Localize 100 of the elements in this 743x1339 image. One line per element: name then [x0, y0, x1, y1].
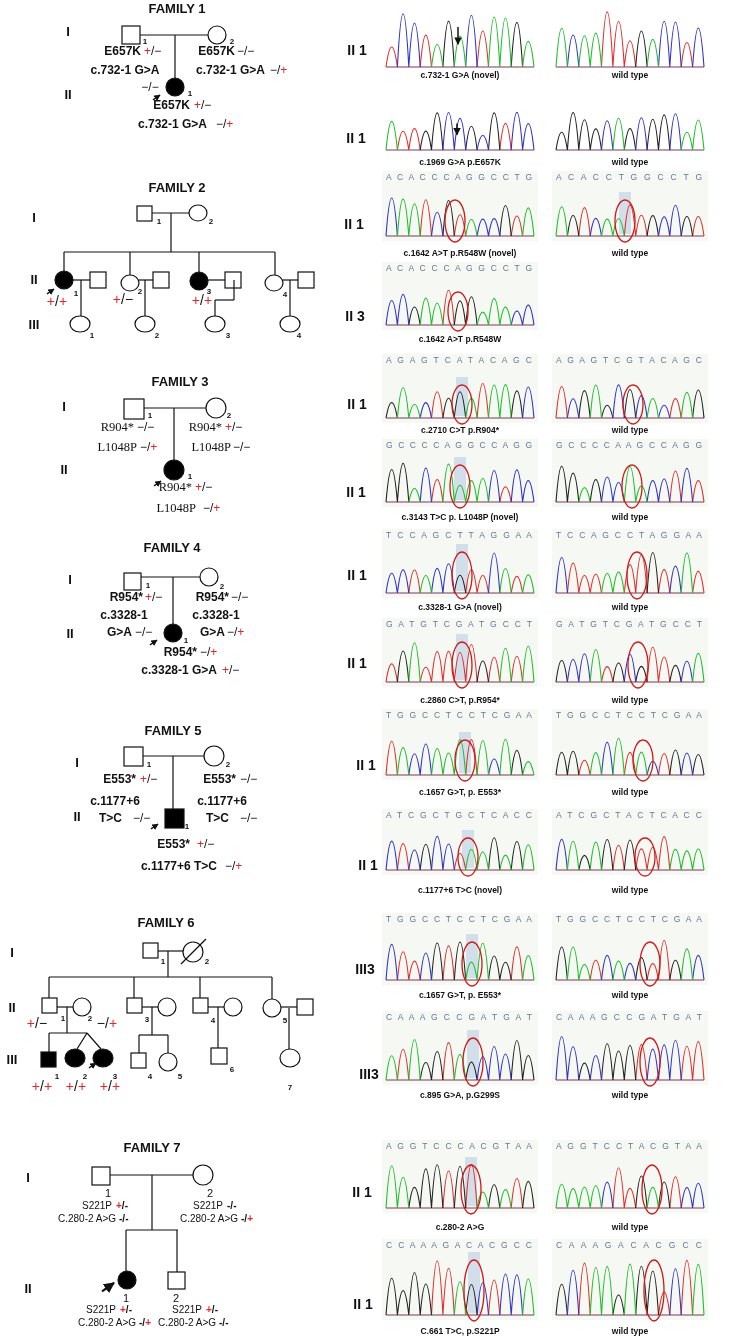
- chromatogram-caption: c.1177+6 T>C (novel): [417, 886, 503, 896]
- variant-label: C.280-2 A>G: [158, 1316, 217, 1328]
- chromatogram-caption: C.661 T>C, p.S221P: [420, 1327, 500, 1337]
- individual-number: 2: [219, 582, 225, 592]
- variant-label: E657K: [153, 99, 190, 113]
- individual-number: 2: [208, 217, 214, 227]
- genotype-label: +/−: [145, 591, 163, 605]
- genotype-label: -/-: [227, 1199, 237, 1211]
- variant-label: L1048P: [191, 441, 231, 455]
- base-sequence: C A A A G A C A C G C C: [556, 1241, 702, 1251]
- individual-number: 4: [147, 1072, 153, 1082]
- individual-number: 4: [296, 331, 302, 341]
- variant-label: L1048P: [97, 441, 137, 455]
- variant-label: C.280-2 A>G: [78, 1316, 137, 1328]
- chromatogram-caption: c.2860 C>T, p.R954*: [420, 696, 500, 706]
- individual-number: 1: [187, 89, 193, 99]
- generation-label: II: [8, 1000, 16, 1016]
- chromatogram-caption: c.1657 G>T, p. E553*: [419, 788, 501, 798]
- base-sequence: G A T G T C G A T G C C T: [556, 620, 702, 630]
- variant-label: G>A: [107, 626, 132, 640]
- individual-number: 2: [206, 1186, 214, 1200]
- generation-label: II: [30, 272, 38, 288]
- individual-number: 5: [177, 1072, 183, 1082]
- chromatogram-caption: c.1642 A>T p.R548W: [418, 335, 502, 345]
- chromatogram-caption: wild type: [611, 603, 649, 613]
- individual-number: 1: [147, 411, 153, 421]
- variant-label: c.732-1 G>A: [195, 64, 265, 78]
- genotype-label: +/+: [46, 294, 68, 310]
- genotype-label: +/+: [31, 1079, 53, 1095]
- variant-label: R904*: [158, 481, 192, 495]
- genotype-label: −/−: [233, 441, 251, 455]
- genotype-label: +/−: [197, 838, 215, 852]
- genotype-label: +/−: [26, 1016, 48, 1032]
- sample-label: III3: [359, 1067, 379, 1083]
- individual-number: 1: [104, 1186, 112, 1200]
- base-sequence: A C A C C C A G G C C T G: [386, 264, 532, 274]
- variant-label: C.280-2 A>G: [180, 1212, 239, 1224]
- variant-label: c.732-1 G>A: [137, 118, 207, 132]
- family-title: FAMILY 1: [148, 1, 206, 17]
- variant-label: c.3328-1: [192, 609, 240, 623]
- chromatogram-caption: wild type: [611, 426, 649, 436]
- sample-label: II 1: [347, 397, 367, 413]
- sample-label: II 1: [347, 568, 367, 584]
- individual-number: 2: [225, 760, 231, 770]
- generation-label: I: [10, 945, 14, 961]
- individual-number: 3: [112, 1072, 118, 1081]
- base-sequence: T G G C C T C C T C G A A: [386, 915, 532, 925]
- variant-label: S221P: [172, 1303, 203, 1315]
- base-sequence: C A A A G C C G A T G A T: [556, 1013, 702, 1023]
- base-sequence: G C C C C A G G C C A G G: [386, 441, 532, 451]
- individual-number: 6: [229, 1065, 235, 1075]
- chromatogram-caption: wild type: [611, 1327, 649, 1337]
- base-sequence: T C C A G C T T A G G A A: [386, 531, 532, 541]
- chromatogram-caption: wild type: [611, 788, 649, 798]
- genotype-label: -/-: [219, 1316, 229, 1328]
- base-sequence: A C A C C C A G G C C T G: [386, 173, 532, 183]
- generation-label: II: [24, 1281, 32, 1297]
- base-sequence: A G G T C C T A C G T A A: [556, 1142, 702, 1152]
- individual-number: 2: [226, 411, 232, 421]
- individual-number: 1: [142, 37, 148, 47]
- genotype-label: −/−: [133, 812, 151, 826]
- family-title: FAMILY 5: [144, 723, 202, 739]
- individual-number: 2: [82, 1072, 88, 1082]
- chromatogram-caption: wild type: [611, 1091, 649, 1101]
- base-sequence: C A A A G C C G A T G A T: [386, 1013, 532, 1023]
- genotype-label: −/+: [96, 1016, 118, 1032]
- genotype-label: −/−: [137, 421, 155, 435]
- base-sequence: T G G C C T C C T C G A A: [556, 915, 702, 925]
- genotype-label: +/−: [194, 99, 212, 113]
- base-sequence: A G A G T C A T A C A G C: [386, 356, 532, 366]
- family-title: FAMILY 7: [123, 1140, 181, 1156]
- sample-label: II 1: [346, 131, 366, 147]
- chromatogram-caption: wild type: [611, 696, 649, 706]
- individual-number: 3: [206, 287, 212, 296]
- genotype-label: −/+: [227, 626, 245, 640]
- genotype-label: +/−: [225, 421, 243, 435]
- individual-number: 1: [60, 1014, 66, 1024]
- base-sequence: A C A C C T G G C C T G: [556, 173, 702, 183]
- genotype-label: −/+: [140, 441, 158, 455]
- genotype-label: −/−: [231, 591, 249, 605]
- base-sequence: C C A A A G A C A C G C C: [386, 1241, 532, 1251]
- individual-number: 2: [172, 1291, 180, 1305]
- generation-label: I: [75, 755, 79, 771]
- genotype-label: −/+: [203, 502, 221, 516]
- genotype-label: −/−: [237, 45, 255, 59]
- sample-label: II 1: [356, 758, 376, 774]
- variant-label: R954*: [163, 646, 197, 660]
- chromatogram-caption: wild type: [611, 1223, 649, 1233]
- base-sequence: A T C G C T A C T C A C C: [556, 811, 702, 821]
- sample-label: II 3: [345, 309, 365, 325]
- individual-number: 4: [282, 290, 288, 300]
- variant-label: T>C: [99, 812, 122, 826]
- variant-label: R954*: [195, 591, 229, 605]
- generation-label: I: [26, 1170, 30, 1186]
- chromatogram-caption: wild type: [611, 886, 649, 896]
- genotype-label: −/−: [240, 812, 258, 826]
- generation-label: I: [32, 210, 36, 226]
- individual-number: 1: [54, 1072, 60, 1082]
- base-sequence: A T C G C T G C T C A C C: [386, 811, 532, 821]
- generation-label: II: [60, 462, 68, 478]
